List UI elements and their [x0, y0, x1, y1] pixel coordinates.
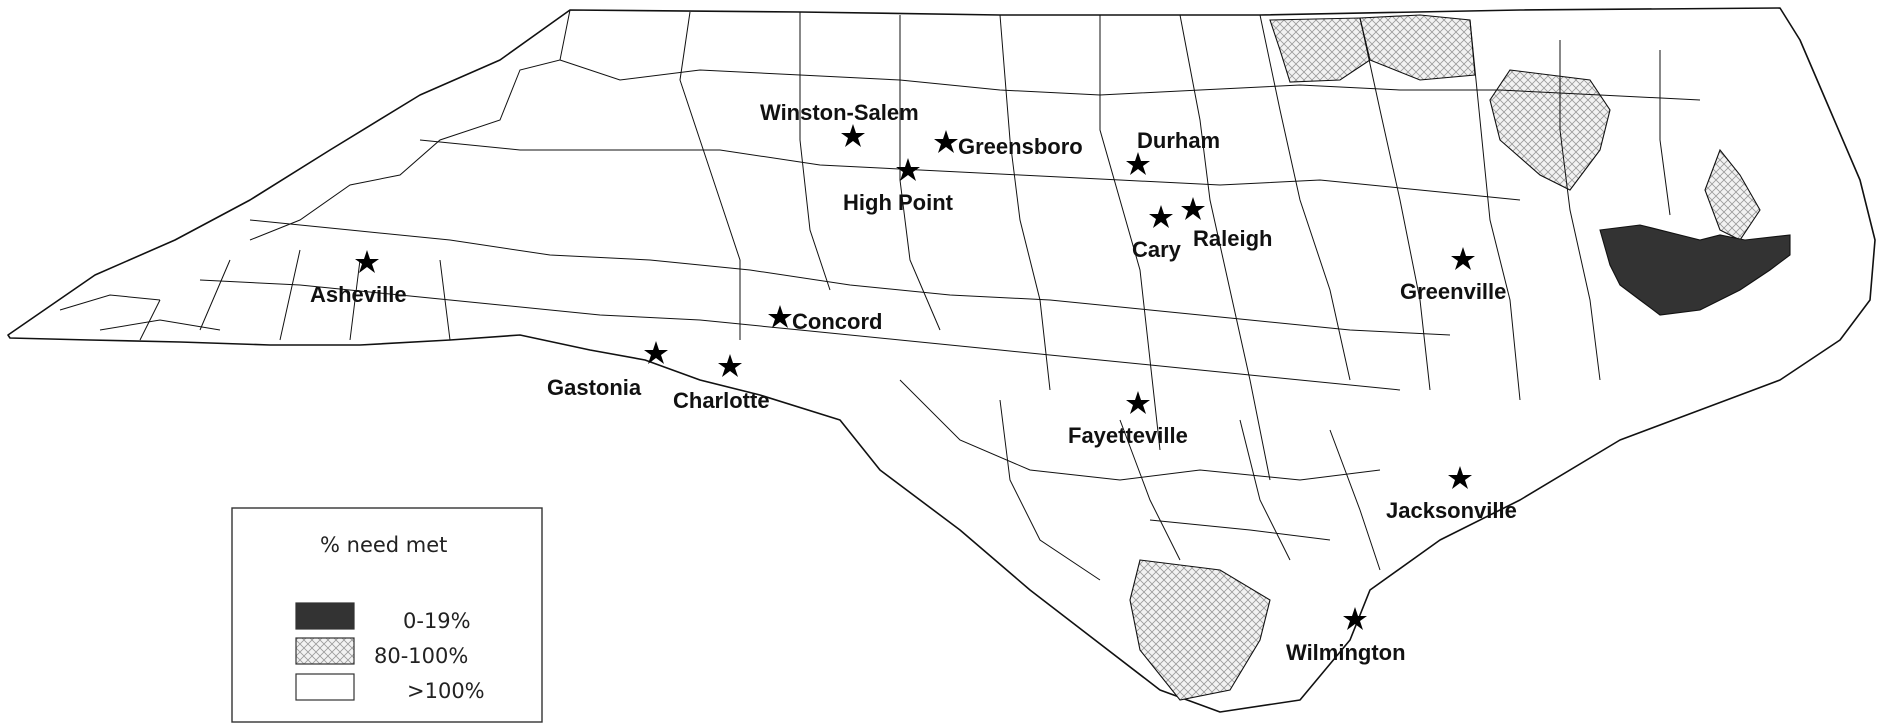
star-icon-gastonia: [644, 341, 668, 364]
star-icon-greenville: [1451, 247, 1475, 270]
county-hatched-northeast-2: [1359, 14, 1476, 81]
star-icon-jacksonville: [1448, 466, 1472, 489]
city-label-greensboro: Greensboro: [958, 134, 1083, 159]
county-hatched-south: [1129, 559, 1271, 701]
city-label-durham: Durham: [1137, 128, 1220, 153]
star-icon-wilmington: [1343, 607, 1367, 630]
star-icon-asheville: [355, 250, 379, 273]
star-icon-raleigh: [1181, 197, 1205, 220]
city-label-charlotte: Charlotte: [673, 388, 770, 413]
star-icon-greensboro: [934, 130, 958, 153]
legend-swatch-white: [295, 673, 355, 701]
city-labels: Winston-Salem Greensboro Durham High Poi…: [310, 100, 1517, 665]
star-icon-fayetteville: [1126, 391, 1150, 414]
county-hatched-dare: [1704, 148, 1761, 241]
city-label-greenville: Greenville: [1400, 279, 1506, 304]
county-lines: [59, 9, 1701, 581]
legend-title: % need met: [320, 533, 447, 557]
legend-box: [231, 507, 543, 723]
star-icon-durham: [1126, 152, 1150, 175]
legend-swatch-hatched: [295, 637, 355, 665]
city-label-winston-salem: Winston-Salem: [760, 100, 919, 125]
star-icon-concord: [768, 305, 792, 328]
city-label-cary: Cary: [1132, 237, 1182, 262]
star-icon-cary: [1149, 205, 1173, 228]
state-outline: [7, 7, 1876, 713]
city-label-fayetteville: Fayetteville: [1068, 423, 1188, 448]
star-icon-charlotte: [718, 354, 742, 377]
city-label-gastonia: Gastonia: [547, 375, 642, 400]
city-label-asheville: Asheville: [310, 282, 407, 307]
city-label-wilmington: Wilmington: [1286, 640, 1406, 665]
city-markers: [355, 124, 1475, 630]
star-icon-high-point: [896, 158, 920, 181]
city-label-raleigh: Raleigh: [1193, 226, 1272, 251]
city-label-concord: Concord: [792, 309, 882, 334]
legend-label-0-19: 0-19%: [403, 609, 471, 633]
county-dark-hyde: [1599, 224, 1791, 316]
county-hatched-northeast-3: [1489, 69, 1611, 191]
city-label-jacksonville: Jacksonville: [1386, 498, 1517, 523]
county-hatched-northeast-1: [1269, 17, 1371, 83]
star-icon-winston-salem: [841, 124, 865, 147]
legend-label-80-100: 80-100%: [374, 644, 468, 668]
city-label-high-point: High Point: [843, 190, 954, 215]
legend-swatch-dark: [295, 602, 355, 630]
legend-label-over-100: >100%: [407, 679, 485, 703]
legend: % need met 0-19% 80-100% >100%: [231, 507, 543, 723]
